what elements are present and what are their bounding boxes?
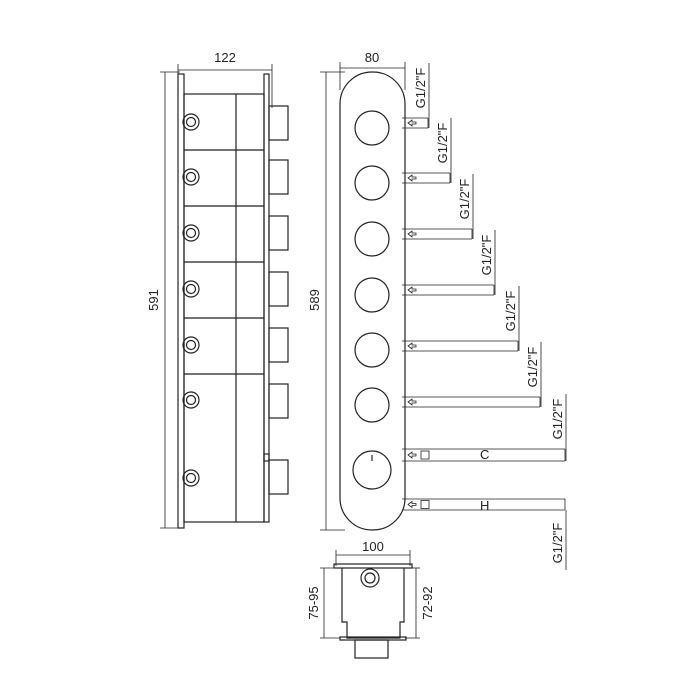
side-handle <box>268 271 289 307</box>
dim-122: 122 <box>214 50 236 65</box>
cover-plate <box>263 73 270 523</box>
side-handle <box>268 215 289 251</box>
dim-75-95: 75-95 <box>306 586 321 619</box>
diverter-knob <box>354 277 390 313</box>
stem <box>263 453 270 462</box>
side-knob-inner <box>185 472 197 484</box>
side-knob-inner <box>185 339 197 351</box>
bottom-outlet <box>354 639 389 659</box>
diverter-knob <box>354 165 390 201</box>
outlet-size-label: G1/2"F <box>479 235 494 276</box>
side-handle <box>268 459 289 495</box>
side-knob <box>182 224 200 242</box>
front-plate <box>339 71 406 531</box>
side-handle <box>268 159 289 195</box>
outlet-size-label: G1/2"F <box>503 291 518 332</box>
flow-arrow-icon <box>407 500 417 509</box>
cold-label: C <box>480 447 489 462</box>
dim-100: 100 <box>362 539 384 554</box>
side-knob-inner <box>185 116 197 128</box>
diverter-knob <box>354 332 390 368</box>
outlets: G1/2"F G1/2"F G1/2"F G1/2"F G1/2"F G1/2"F G1/2… <box>402 63 567 570</box>
valve-body <box>183 93 265 523</box>
side-knob-inner <box>185 394 197 406</box>
side-knob-inner <box>185 171 197 183</box>
dim-589: 589 <box>307 289 322 311</box>
flow-arrow-icon <box>407 342 417 350</box>
outlet-size-label: G1/2"F <box>435 123 450 164</box>
dim-80: 80 <box>365 50 379 65</box>
wall-plate <box>177 73 185 529</box>
bottom-view: 100 75-95 72-92 <box>306 539 435 659</box>
front-view: 80 589 <box>307 50 406 531</box>
outlet-size-label: G1/2"F <box>550 399 565 440</box>
bottom-cover-plate <box>333 563 413 569</box>
side-knob <box>182 336 200 354</box>
outlet-size-label: G1/2"F <box>525 347 540 388</box>
side-handle <box>268 383 289 419</box>
diverter-knob <box>354 221 390 257</box>
outlet-size-label: G1/2"F <box>413 68 428 109</box>
flow-arrow-icon <box>407 174 417 182</box>
diverter-knob <box>354 110 390 146</box>
side-knob <box>182 280 200 298</box>
flow-arrow-icon <box>407 119 417 127</box>
supply-icon <box>420 500 430 509</box>
thermostat-knob <box>352 450 392 490</box>
flow-arrow-icon <box>407 230 417 238</box>
side-knob <box>182 168 200 186</box>
flow-arrow-icon <box>407 286 417 294</box>
side-knob-inner <box>185 283 197 295</box>
dim-72-92: 72-92 <box>420 586 435 619</box>
diverter-knob <box>354 387 390 423</box>
side-handle <box>268 105 289 141</box>
supply-icon <box>420 450 430 460</box>
side-knob <box>182 113 200 131</box>
outlet-size-label: G1/2"F <box>550 523 565 564</box>
outlet-size-label: G1/2"F <box>457 179 472 220</box>
dim-591: 591 <box>146 289 161 311</box>
side-view: 122 591 <box>146 50 289 529</box>
flow-arrow-icon <box>407 398 417 406</box>
bottom-body <box>341 568 405 639</box>
flow-arrow-icon <box>407 451 417 459</box>
side-knob <box>182 469 200 487</box>
side-handle <box>268 327 289 363</box>
side-knob <box>182 391 200 409</box>
bottom-knob <box>360 568 380 588</box>
hot-label: H <box>480 498 489 513</box>
side-knob-inner <box>185 227 197 239</box>
